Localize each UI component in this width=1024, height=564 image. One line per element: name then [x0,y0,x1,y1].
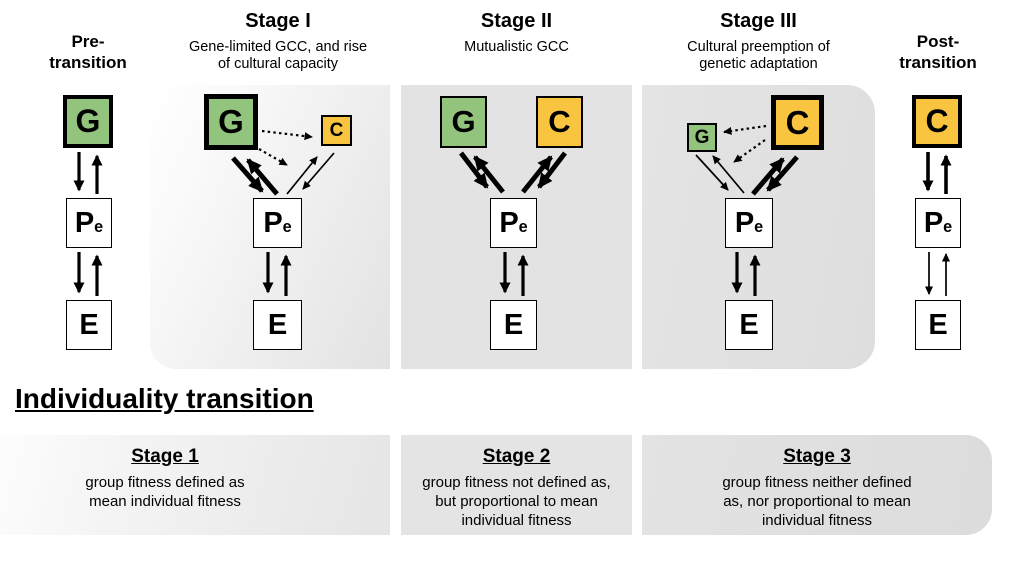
stage-iii-header: Stage III Cultural preemption of genetic… [642,9,875,73]
node-g-stage1: G [204,94,258,150]
node-c-post: C [912,95,962,148]
post-title-line1: Post- [916,32,960,51]
node-pe-sub: e [518,217,528,236]
individuality-stage-3-line2: as, nor proportional to mean [723,493,911,510]
node-pe-sub: e [282,217,292,236]
stage-i-header: Stage I Gene-limited GCC, and rise of cu… [153,9,403,73]
individuality-stage-1-line1: group fitness defined as [85,474,245,491]
post-title-line2: transition [899,53,977,72]
individuality-stage-3-line1: group fitness neither defined [722,474,912,491]
node-g-pre: G [63,95,113,148]
node-c-stage3: C [771,95,824,150]
individuality-stage-2-line1: group fitness not defined as, [422,474,611,491]
node-pe-label: P [923,206,944,239]
node-pe-label: P [263,206,283,239]
node-g-label: G [694,126,710,148]
node-c-label: C [925,103,949,139]
stage-iii-subtitle: Cultural preemption of genetic adaptatio… [642,39,875,73]
individuality-stage-1-box: Stage 1 group fitness defined as mean in… [0,435,390,535]
stage-i-title: Stage I [245,10,311,32]
node-pe-label: P [74,206,95,239]
pre-title-line1: Pre- [71,32,105,51]
node-e-stage2: E [490,300,537,350]
stage-ii-subtitle-line1: Mutualistic GCC [464,39,569,55]
individuality-stage-3-box: Stage 3 group fitness neither defined as… [642,435,992,535]
node-g-label: G [75,103,101,139]
individuality-stage-3-line3: individual fitness [761,512,873,529]
node-e-label: E [79,308,99,341]
node-g-label: G [451,104,476,139]
node-c-label: C [329,119,344,141]
node-c-stage1: C [321,115,352,146]
node-e-label: E [267,308,288,341]
stage-i-subtitle: Gene-limited GCC, and rise of cultural c… [153,39,403,73]
individuality-stage-2-line3: individual fitness [461,512,572,529]
node-pe-label: P [734,206,755,239]
individuality-transition-heading: Individuality transition [15,383,314,414]
node-e-label: E [928,308,948,341]
node-c-stage2: C [536,96,583,148]
stage-iii-title: Stage III [720,10,797,32]
stage-iii-subtitle-line1: Cultural preemption of [687,39,830,55]
individuality-stage-1-line2: mean individual fitness [89,493,241,510]
node-pe-sub: e [754,217,764,236]
node-pe-sub: e [94,217,104,236]
stage-ii-header: Stage II Mutualistic GCC [401,9,632,56]
node-pe-label: P [499,206,519,239]
node-e-label: E [739,308,759,341]
node-g-stage2: G [440,96,487,148]
individuality-stage-2-box: Stage 2 group fitness not defined as, bu… [401,435,632,535]
node-e-stage1: E [253,300,302,350]
node-g-stage3: G [687,123,717,152]
stage-i-subtitle-line1: Gene-limited GCC, and rise [188,39,368,55]
individuality-stage-2-line2: but proportional to mean [435,493,598,510]
node-pe-sub: e [943,217,953,236]
pre-title-line2: transition [49,53,127,72]
stage-ii-title: Stage II [480,10,553,32]
node-g-label: G [218,103,244,140]
stage-i-subtitle-line2: of cultural capacity [217,56,339,72]
individuality-stage-3-title: Stage 3 [783,446,851,467]
node-e-label: E [503,308,524,341]
post-transition-header: Post- transition [868,31,1008,73]
node-e-post: E [915,300,961,350]
node-e-stage3: E [725,300,773,350]
stage-iii-subtitle-line2: genetic adaptation [699,56,818,72]
node-c-label: C [785,103,810,141]
node-c-label: C [548,104,571,139]
individuality-stage-1-title: Stage 1 [131,446,199,467]
pre-transition-header: Pre- transition [18,31,158,73]
node-e-pre: E [66,300,112,350]
individuality-stage-2-title: Stage 2 [482,446,551,467]
stage-ii-subtitle: Mutualistic GCC [401,39,632,56]
